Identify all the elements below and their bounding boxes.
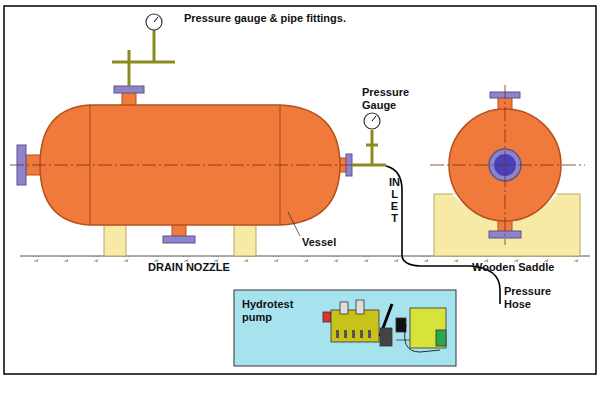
pump-label: Hydrotest pump — [242, 298, 312, 323]
part-label: Vessel — [302, 236, 336, 249]
part-label: Pressure gauge & pipe fittings. — [184, 12, 346, 25]
part-label: INLET — [389, 176, 400, 224]
part-label: DRAIN NOZZLE — [148, 261, 230, 274]
pump-panel: Hydrotest pump — [234, 290, 456, 366]
part-label: Pressure Hose — [504, 285, 564, 310]
part-label: Wooden Saddle — [472, 261, 554, 274]
part-label: Pressure Gauge — [362, 86, 422, 111]
